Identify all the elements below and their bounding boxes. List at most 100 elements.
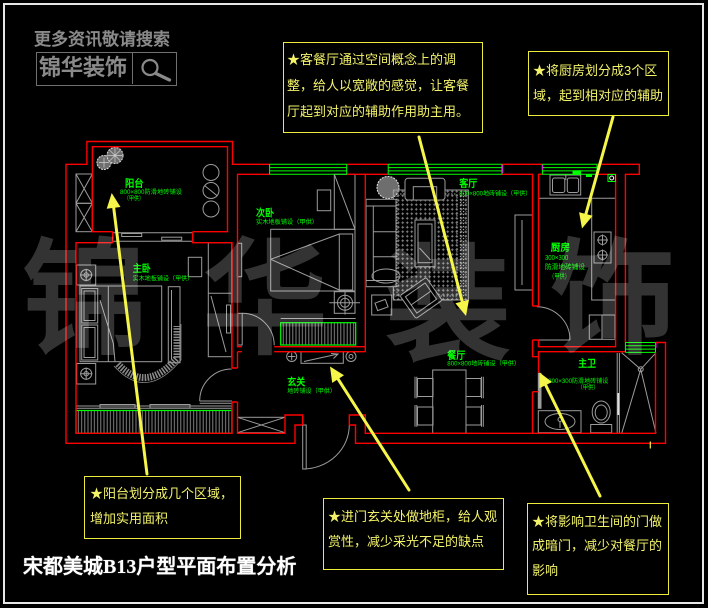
annotation-line: 整，给人以宽敞的感觉，让客餐 (287, 78, 470, 93)
bed-frame (79, 285, 163, 363)
entry-storage-cabinet (237, 416, 286, 434)
shoe-cabinet-mark (303, 353, 340, 362)
tv-cabinet (514, 214, 533, 291)
arrow-shaft (584, 115, 615, 216)
window-second-bedroom (269, 163, 348, 175)
armchair-seat (412, 186, 438, 201)
second-bed (270, 228, 356, 292)
room-label-master-bathroom: 主卫 300×300防滑地砖铺设 （甲供） (548, 357, 608, 392)
chair-seat (417, 406, 434, 426)
annotation-line: 厅起到对应的辅助作用助主用。 (287, 104, 470, 119)
dining-chair (414, 405, 434, 427)
shower-slope-lines (621, 352, 657, 434)
room-floor-note: 防滑地砖铺设 (545, 262, 585, 271)
balcony-chair (202, 164, 220, 181)
kitchen-vent-mark (572, 170, 581, 175)
chair-seat (417, 378, 434, 397)
door-leaf (199, 400, 232, 404)
watermark-char: 装 (386, 233, 511, 379)
search-input[interactable]: 锦华装饰 (37, 53, 133, 84)
arrow-head-icon (106, 193, 121, 209)
room-floor-note: 800×800防滑地砖铺设 (120, 188, 182, 196)
wardrobe-divider (208, 292, 232, 353)
door-swing-arc (302, 424, 350, 470)
balcony-sliding-door (112, 232, 193, 242)
master-bay-window-bench (75, 409, 233, 434)
chair-back (481, 376, 484, 399)
lounge-chair-seam (410, 290, 432, 306)
shower-glass (616, 353, 620, 434)
room-label-kitchen: 厨房 300×300 防滑地砖铺设 （甲供） (545, 241, 585, 281)
pillow (81, 288, 99, 324)
coffee-table-glare (419, 247, 431, 261)
shower-screen (616, 353, 620, 434)
lamp-cross (80, 268, 93, 282)
annotation-line: 成暗门，减少对餐厅的 (532, 538, 663, 553)
pillow (81, 324, 99, 361)
room-label-living-room: 客厅 800×800地砖铺设（甲供） (458, 177, 531, 198)
annotation-kitchen: ★将厨房划分成3个区 域，起到相对应的辅助 (528, 51, 669, 116)
second-cabinet (280, 322, 357, 346)
pillow (338, 233, 354, 291)
coffee-table-glass (417, 223, 433, 264)
sill-panel (99, 404, 136, 409)
sliding-door-panel (121, 233, 143, 237)
arrow-head-icon (455, 299, 469, 316)
arrow-to-kitchen (579, 115, 615, 229)
balcony-wall (91, 146, 229, 233)
toilet-seat (594, 404, 608, 421)
watermark-char: 饰 (551, 227, 676, 373)
annotation-line: ★将厨房划分成3个区 (533, 63, 658, 78)
exterior-wall (65, 140, 667, 444)
room-floor-note: 实木地板铺设（甲供） (256, 218, 318, 226)
room-name: 主卫 (578, 357, 596, 370)
lamp-cross (329, 291, 360, 315)
kitchen-pipe-mark (586, 174, 592, 177)
toilet-tank (590, 424, 613, 434)
annotation-line: ★阳台划分成几个区域， (90, 486, 234, 501)
search-button[interactable] (133, 53, 175, 84)
room-supply-note: （甲供） (549, 272, 570, 281)
arrow-head-icon (539, 372, 552, 389)
window-kitchen (541, 163, 598, 175)
master-lounge-chair (167, 286, 181, 364)
annotation-line: 域，起到相对应的辅助 (533, 88, 664, 103)
living-lounge-chair (400, 277, 442, 319)
room-labels: 阳台 800×800防滑地砖铺设 （甲供） 主卧 实木地板铺设（甲供） 次卧 实… (120, 177, 608, 395)
annotation-line: 增加实用面积 (90, 511, 169, 526)
master-bed (79, 285, 163, 363)
chair-seat (465, 406, 482, 426)
annotation-living-dining: ★客餐厅通过空间概念上的调 整，给人以宽敞的感觉，让客餐 厅起到对应的辅助作用助… (283, 42, 483, 133)
watermark: 锦 华 装 饰 (23, 227, 676, 379)
room-name: 主卧 (133, 262, 151, 275)
master-window-sill (76, 404, 232, 409)
room-tile-size-note: 300×300 (545, 255, 568, 262)
arrow-shaft (336, 377, 411, 492)
room-label-entry-hall: 玄关 地砖铺设（甲供） (287, 376, 336, 396)
door-swing-arc (199, 368, 232, 402)
wardrobe-mirror (226, 304, 231, 334)
arrow-to-balcony (106, 193, 149, 476)
annotation-line: ★客餐厅通过空间概念上的调 (287, 52, 457, 67)
search-icon (140, 58, 171, 82)
cabinet-cross-marks (75, 173, 93, 232)
room-supply-note: （甲供） (124, 195, 144, 203)
search-icon-lens (140, 58, 159, 77)
dining-furniture (414, 369, 484, 434)
bed-cover-lines (270, 233, 340, 291)
bed-blanket-lines (99, 286, 116, 362)
arrow-shaft (112, 205, 149, 476)
plant-cross (288, 352, 296, 361)
callout-arrows (106, 115, 651, 498)
side-table-top (371, 294, 393, 316)
sink-basin (566, 177, 580, 193)
sliding-door-panel (161, 236, 183, 241)
arrow-to-entry-hall (330, 366, 411, 492)
lamp-cross (80, 367, 93, 380)
room-name: 客厅 (458, 177, 477, 190)
kitchen-counter-edge (538, 197, 616, 301)
balcony-chair-detail (204, 185, 218, 197)
walls (65, 140, 667, 444)
shower-floor-drain (621, 352, 657, 434)
